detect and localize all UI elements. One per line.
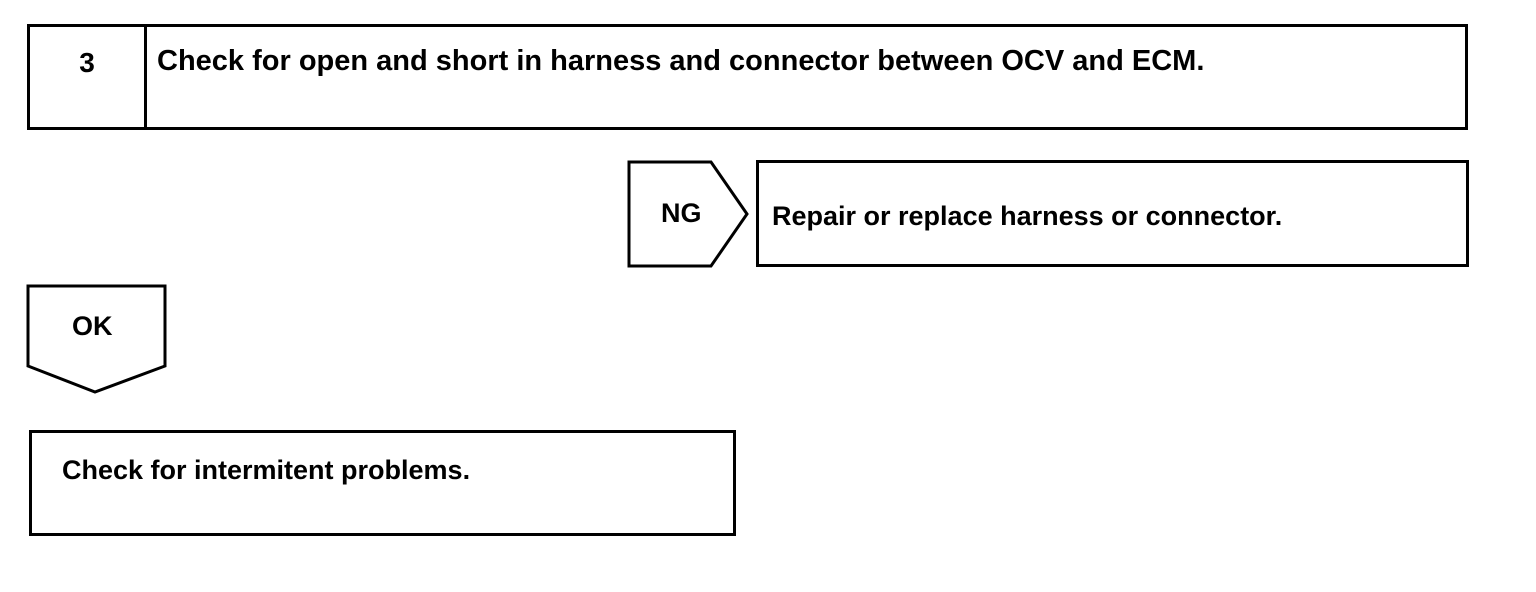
ok-action-text: Check for intermitent problems.: [62, 455, 471, 485]
ng-arrow: [627, 160, 749, 268]
ok-arrow: [26, 284, 167, 394]
step-number-cell: 3: [30, 27, 147, 127]
ng-label: NG: [661, 198, 702, 228]
ng-action-text: Repair or replace harness or connector.: [772, 201, 1283, 231]
ng-arrow-shape: [627, 160, 749, 268]
step-box: 3 Check for open and short in harness an…: [27, 24, 1468, 130]
step-title: Check for open and short in harness and …: [157, 45, 1205, 77]
step-number: 3: [79, 47, 95, 78]
ok-action-box: Check for intermitent problems.: [29, 430, 736, 536]
ok-label: OK: [72, 311, 113, 341]
ng-action-box: Repair or replace harness or connector.: [756, 160, 1469, 267]
ok-arrow-shape: [26, 284, 167, 394]
